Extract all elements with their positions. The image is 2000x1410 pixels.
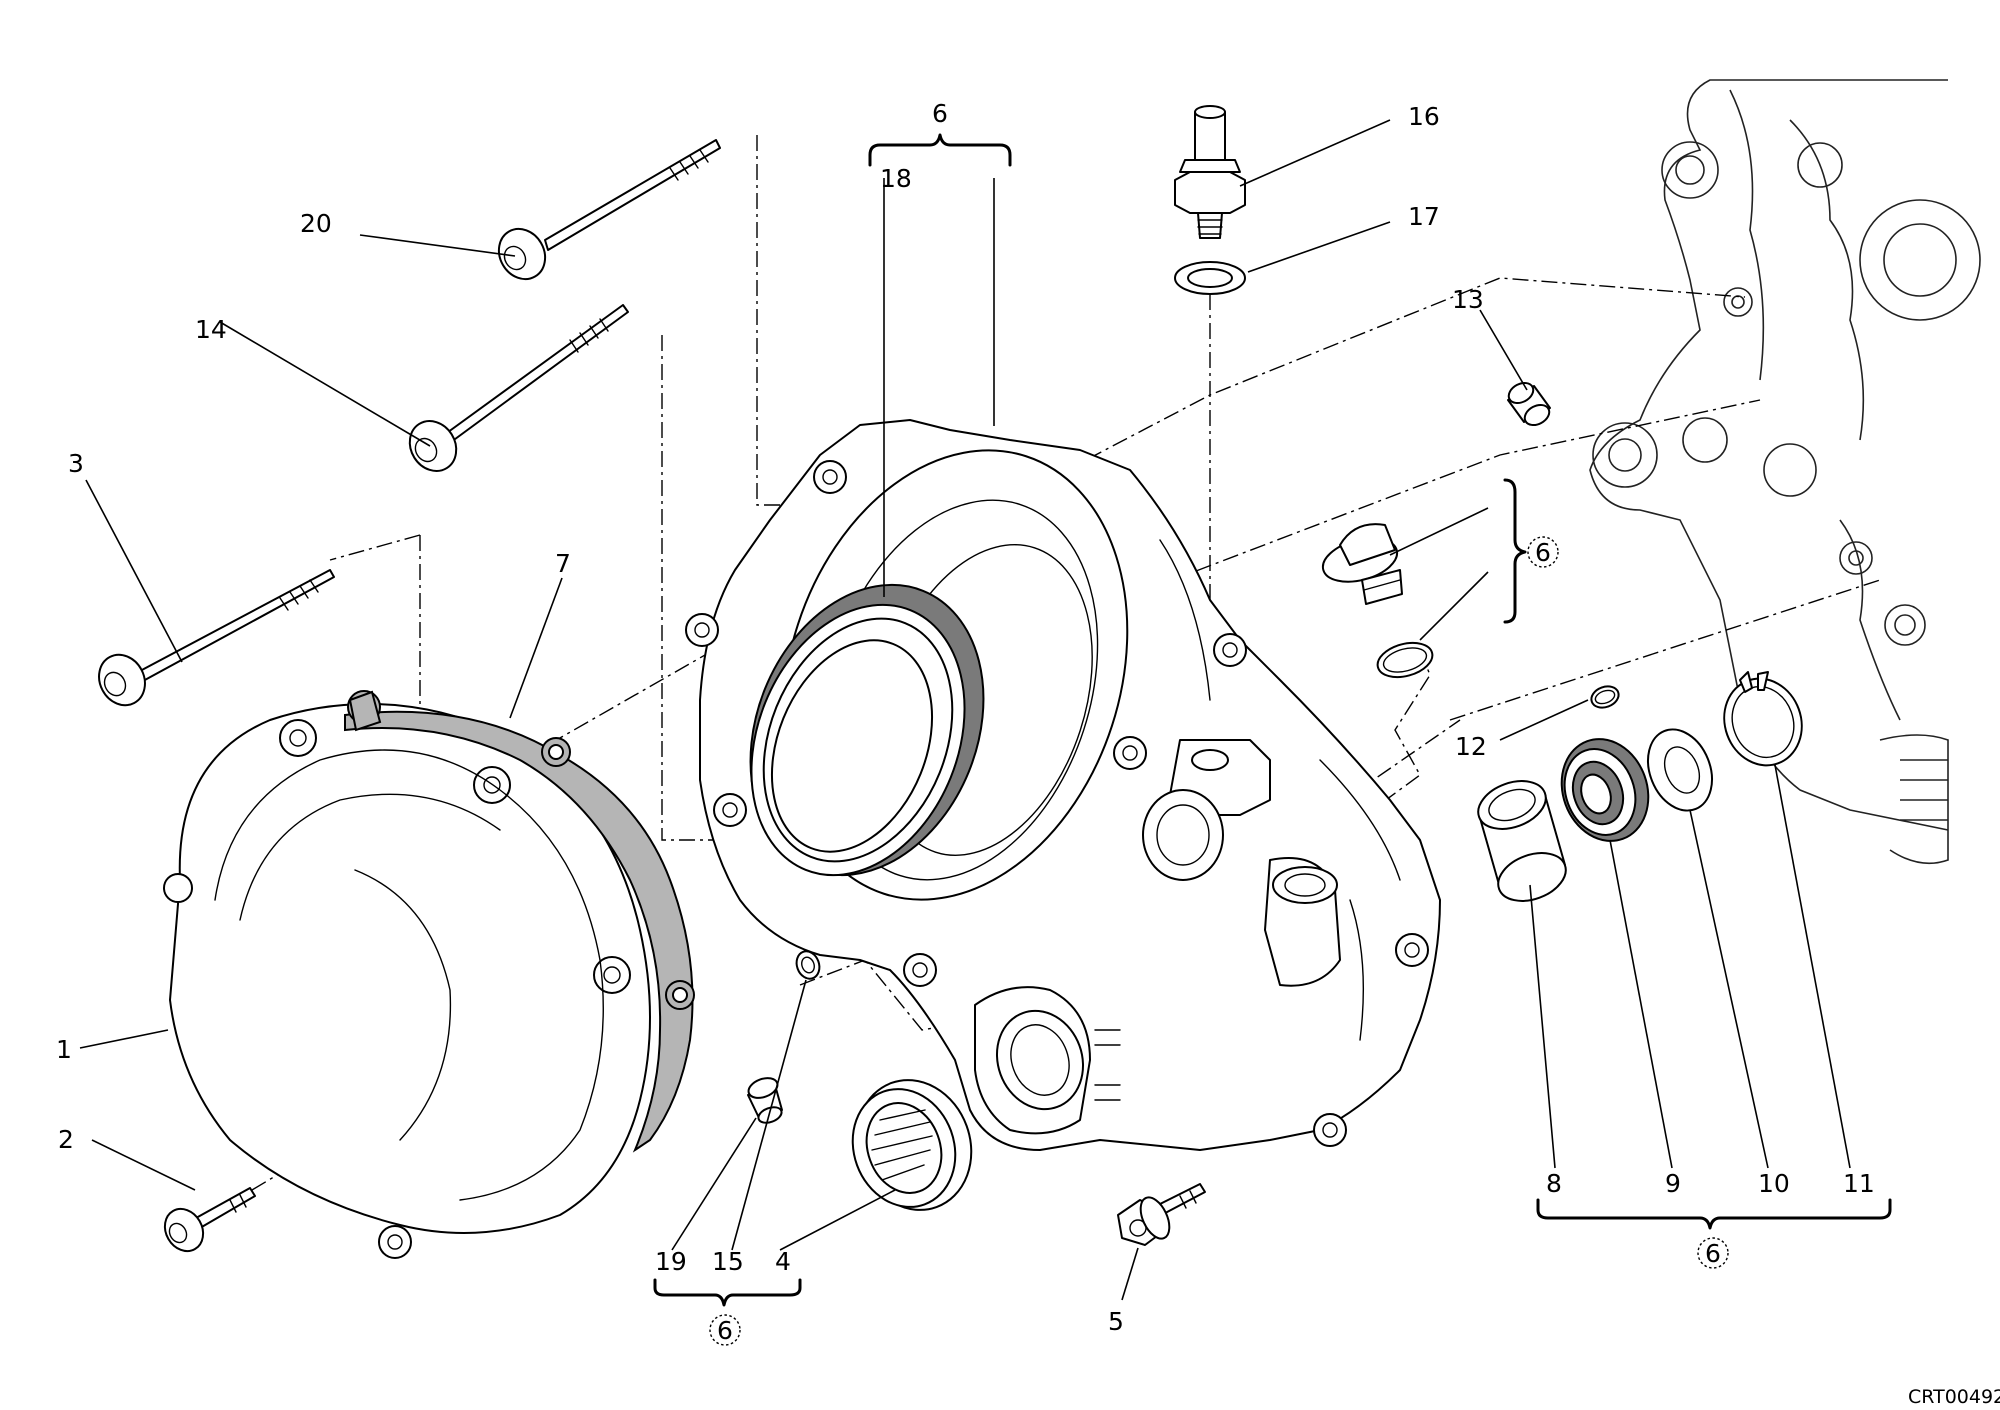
oil-pressure-sensor — [1174, 105, 1246, 239]
svg-text:6: 6 — [1705, 1239, 1721, 1268]
brace-part-6-top — [868, 133, 1012, 167]
callout-13: 13 — [1452, 285, 1484, 314]
bolt-20 — [497, 139, 721, 281]
bearing-9 — [1560, 738, 1650, 842]
callout-8: 8 — [1546, 1169, 1562, 1198]
dowel-pin — [1507, 381, 1551, 427]
washer-10 — [1647, 728, 1713, 812]
callout-18: 18 — [880, 164, 912, 193]
small-oil-seal — [851, 1079, 973, 1211]
bolt-5 — [1117, 1183, 1206, 1246]
callout-labels: 1 2 3 4 5 6 7 8 9 10 11 12 13 14 15 16 1… — [56, 99, 1875, 1336]
svg-text:6: 6 — [1535, 538, 1551, 567]
sensor-washer — [1174, 261, 1246, 295]
washer-15 — [795, 950, 821, 980]
callout-6-top: 6 — [932, 99, 948, 128]
callout-4: 4 — [775, 1247, 791, 1276]
callout-16: 16 — [1408, 102, 1440, 131]
bolt-3 — [98, 569, 335, 707]
callout-5: 5 — [1108, 1307, 1124, 1336]
bushing-8 — [1477, 780, 1567, 902]
plug-19 — [747, 1077, 783, 1124]
callout-2: 2 — [58, 1125, 74, 1154]
bolt-2 — [163, 1187, 256, 1253]
callout-15: 15 — [712, 1247, 744, 1276]
large-oil-seal — [749, 583, 985, 877]
callout-14: 14 — [195, 315, 227, 344]
callout-9: 9 — [1665, 1169, 1681, 1198]
callout-11: 11 — [1843, 1169, 1875, 1198]
leader-lines — [79, 119, 1851, 1301]
svg-text:6: 6 — [717, 1316, 733, 1345]
brace-bottom-left-kit — [653, 1278, 802, 1307]
callout-7: 7 — [555, 549, 571, 578]
oil-filler-plug — [1321, 523, 1403, 605]
callout-17: 17 — [1408, 202, 1440, 231]
brace-bearing-kit — [1536, 1198, 1892, 1230]
callout-1: 1 — [56, 1035, 72, 1064]
kit-symbol-bottom-left: 6 — [709, 1314, 741, 1346]
plug-o-ring — [1376, 641, 1434, 679]
kit-symbol-oil-plug: 6 — [1527, 536, 1559, 568]
brace-oil-plug-kit — [1503, 478, 1527, 624]
drawing-code: CRT00492 — [1908, 1386, 2000, 1408]
callout-10: 10 — [1758, 1169, 1790, 1198]
cover-gasket — [344, 690, 695, 1153]
callout-20: 20 — [300, 209, 332, 238]
callout-12: 12 — [1455, 732, 1487, 761]
clutch-cover — [163, 703, 651, 1259]
callout-19: 19 — [655, 1247, 687, 1276]
bolt-14 — [408, 304, 629, 472]
o-ring-12 — [1590, 685, 1620, 709]
kit-symbol-bearing: 6 — [1697, 1237, 1729, 1269]
callout-3: 3 — [68, 449, 84, 478]
circlip-11 — [1723, 671, 1803, 767]
